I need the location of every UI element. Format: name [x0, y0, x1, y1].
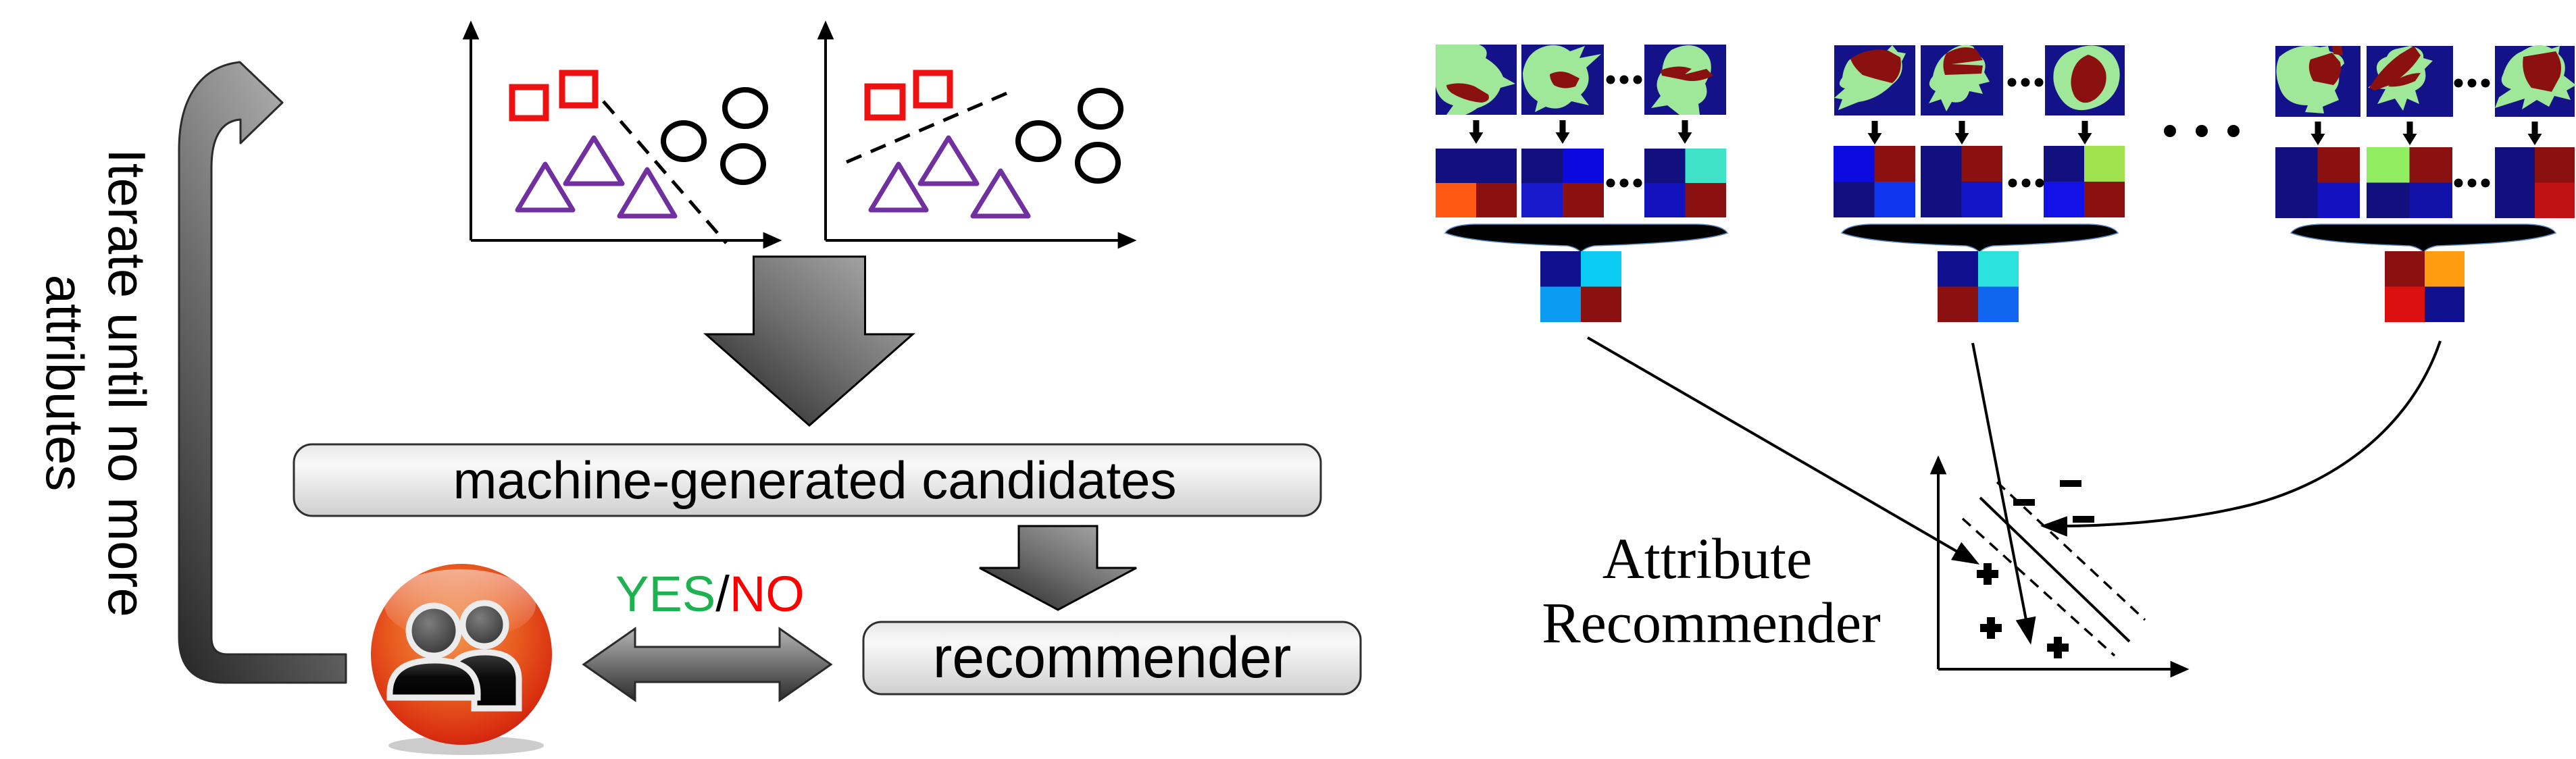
- svg-text:machine-generated candidates: machine-generated candidates: [453, 450, 1176, 510]
- svg-text:YES/NO: YES/NO: [615, 566, 805, 622]
- svg-text:Iterate until no more: Iterate until no more: [97, 149, 157, 617]
- svg-text:Attribute: Attribute: [1602, 526, 1813, 591]
- svg-text:Recommender: Recommender: [1542, 590, 1880, 655]
- svg-text:recommender: recommender: [933, 625, 1292, 690]
- svg-text:attributes: attributes: [35, 275, 95, 492]
